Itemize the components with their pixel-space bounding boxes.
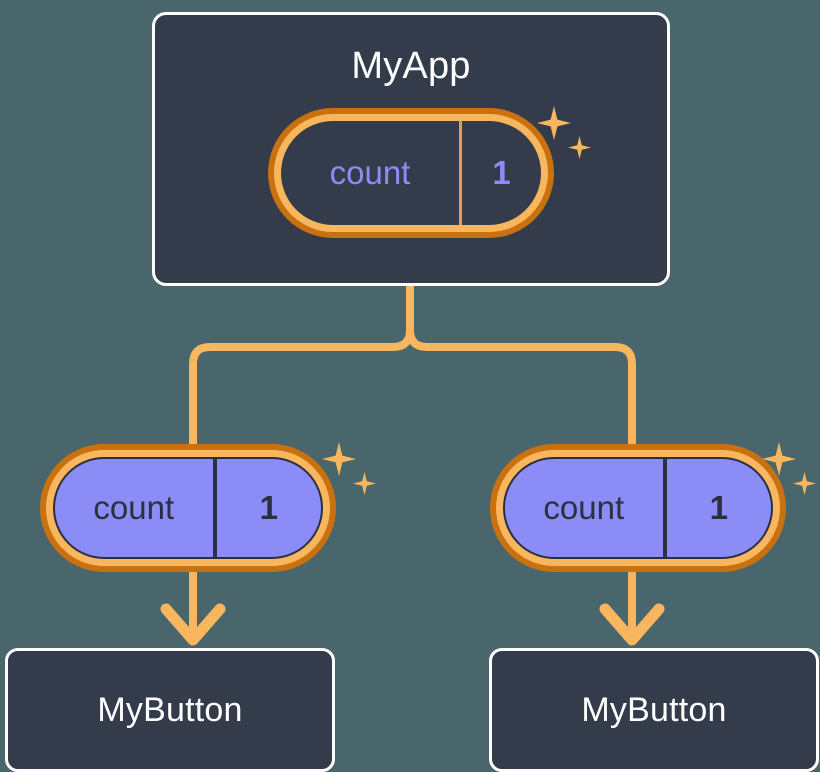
sparkle-icon-small: [793, 472, 816, 495]
state-pill-outer-ring: count 1: [40, 444, 336, 572]
state-pill-root[interactable]: count 1: [268, 108, 554, 238]
tree-connector-root-to-children: [189, 282, 636, 456]
state-pill-inner-ring: count 1: [496, 450, 780, 566]
state-value-child-left: 1: [259, 489, 278, 526]
state-pill-face: count 1: [281, 121, 541, 225]
state-name-child-left: count: [55, 459, 217, 557]
component-card-mybutton-right[interactable]: MyButton: [489, 648, 819, 772]
sparkle-icon-small: [353, 472, 376, 495]
state-value-root: 1: [492, 154, 511, 191]
arrow-left-head-icon: [160, 603, 226, 646]
state-name-child-right: count: [505, 459, 667, 557]
component-label-mybutton-left: MyButton: [97, 690, 243, 729]
state-value-child-right: 1: [709, 489, 728, 526]
arrow-right-head-icon: [599, 603, 665, 646]
component-card-mybutton-left[interactable]: MyButton: [5, 648, 335, 772]
state-pill-outer-ring: count 1: [268, 108, 554, 238]
component-label-myapp: MyApp: [351, 45, 471, 87]
state-pill-child-right[interactable]: count 1: [490, 444, 786, 572]
state-pill-inner-ring: count 1: [46, 450, 330, 566]
component-label-mybutton-right: MyButton: [581, 690, 727, 729]
state-pill-face: count 1: [53, 457, 323, 559]
state-pill-inner-ring: count 1: [274, 114, 548, 232]
state-pill-outer-ring: count 1: [490, 444, 786, 572]
state-pill-face: count 1: [503, 457, 773, 559]
state-pill-child-left[interactable]: count 1: [40, 444, 336, 572]
state-name-root: count: [281, 121, 462, 225]
